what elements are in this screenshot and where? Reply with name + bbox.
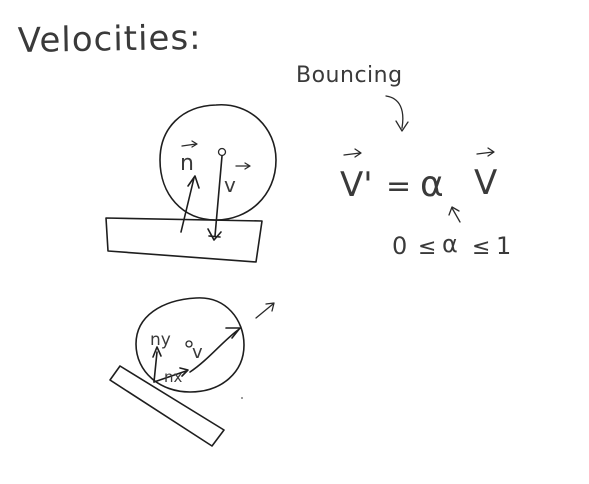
constraint-zero: 0 xyxy=(392,232,407,260)
constraint-one: 1 xyxy=(496,232,511,260)
equation-alpha: α xyxy=(420,164,444,205)
flat-collision-diagram: n v xyxy=(105,104,277,263)
tilted-velocity-arrow xyxy=(185,327,241,373)
velocity-vector-arrow xyxy=(207,147,227,241)
ny-vector-arrow xyxy=(152,346,162,383)
normal-label: n xyxy=(180,151,194,176)
stray-mark xyxy=(241,397,243,399)
bounce-equation: V' = α V xyxy=(340,147,497,205)
tilted-collision-diagram: ny nx v xyxy=(109,297,275,447)
constraint-leq-left: ≤ xyxy=(418,235,436,260)
tilted-velocity-label: v xyxy=(192,342,203,363)
heading-velocities: Velocities: xyxy=(17,18,201,61)
constraint-leq-right: ≤ xyxy=(472,235,490,260)
lhs-vector-arrow xyxy=(343,148,362,158)
bouncing-label: Bouncing xyxy=(296,63,403,88)
equation-equals: = xyxy=(386,169,411,204)
bouncing-pointer-arrow xyxy=(385,95,409,132)
alpha-constraint: 0 ≤ α ≤ 1 xyxy=(392,230,511,260)
rhs-vector-arrow xyxy=(476,147,495,157)
equation-lhs: V' xyxy=(340,165,373,205)
tilted-ball-circle xyxy=(135,297,245,393)
ny-label: ny xyxy=(150,330,171,350)
equation-rhs: V xyxy=(474,163,497,203)
velocity-label: v xyxy=(224,173,236,197)
normal-vector-arrow xyxy=(180,175,200,233)
ground-surface xyxy=(105,217,263,263)
tilted-surface xyxy=(109,365,225,447)
alpha-pointer-arrow xyxy=(448,206,461,223)
normal-label-arrow xyxy=(181,140,198,148)
constraint-alpha: α xyxy=(442,230,458,258)
nx-vector-arrow xyxy=(153,367,189,383)
nx-label: nx xyxy=(164,368,183,386)
velocity-label-arrow xyxy=(235,162,251,170)
outgoing-velocity-arrow xyxy=(255,302,275,319)
